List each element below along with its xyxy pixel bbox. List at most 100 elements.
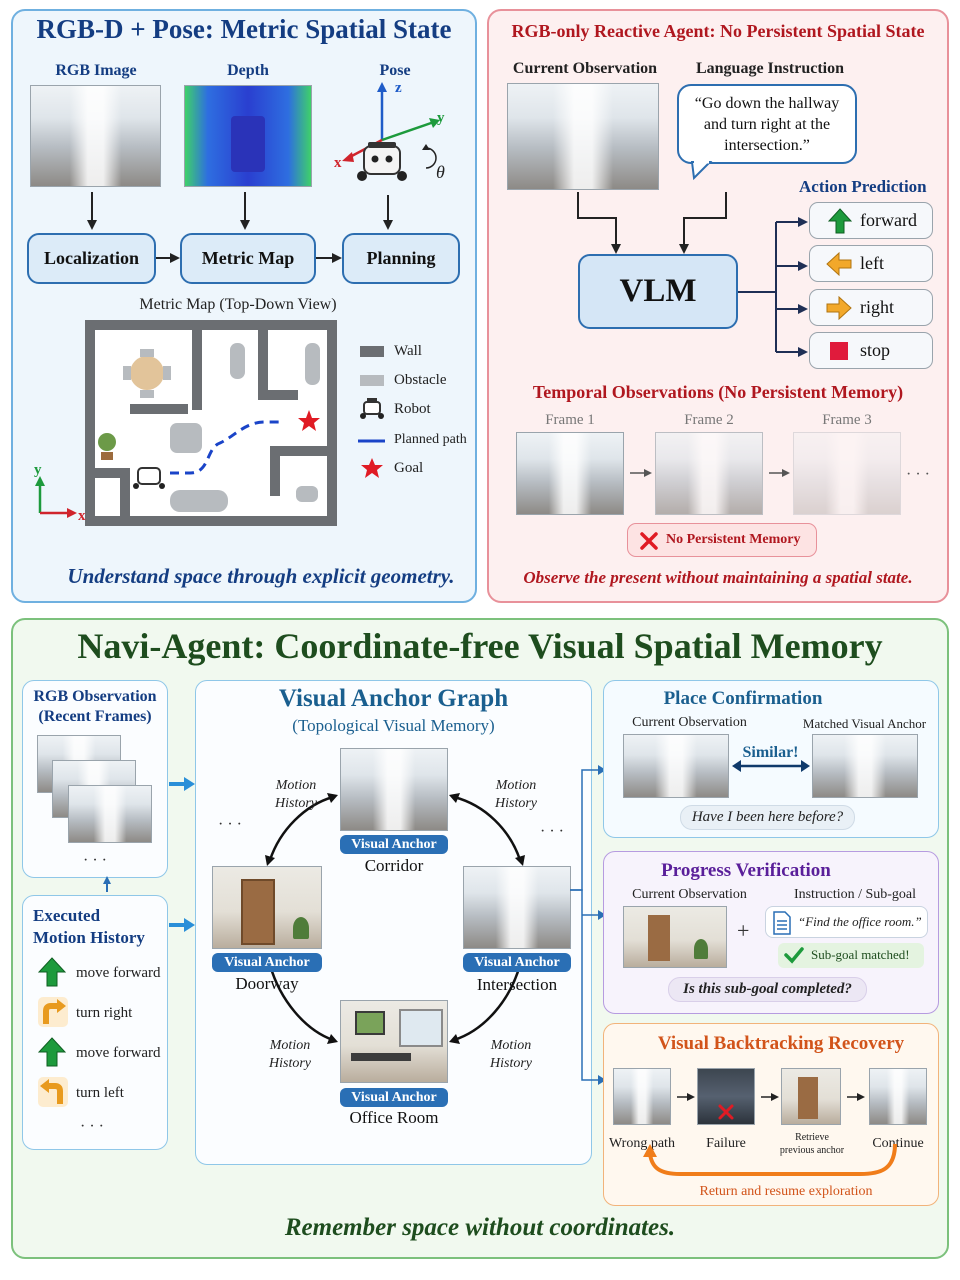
anchor-doorway-photo — [212, 866, 322, 949]
place-current-label: Current Observation — [632, 715, 747, 730]
anchor-office-tag: Visual Anchor — [340, 1088, 448, 1107]
place-question: Have I been here before? — [691, 809, 844, 825]
axis-z-label: z — [395, 80, 402, 96]
legend-robot: Robot — [394, 401, 431, 417]
subgoal-quote: “Find the office room.” — [798, 914, 922, 929]
metric-map-topdown — [35, 320, 337, 526]
frame-arrows — [630, 469, 790, 477]
stop-square-icon — [830, 342, 848, 360]
motion-history-tr-2: History — [495, 796, 537, 811]
instruction-bubble: “Go down the hallway and turn right at t… — [677, 84, 857, 164]
motion-history-bl-1: Motion — [269, 1038, 311, 1053]
anchor-office-photo — [340, 1000, 448, 1083]
place-current-photo — [623, 734, 729, 798]
localization-label: Localization — [44, 248, 139, 268]
bt-wrong-label: Wrong path — [609, 1136, 675, 1151]
similar-label: Similar! — [742, 744, 799, 761]
bt-return-arrow — [643, 1143, 897, 1176]
document-icon — [773, 911, 791, 935]
temporal-title: Temporal Observations (No Persistent Mem… — [532, 382, 904, 402]
theta-label: θ — [436, 162, 445, 182]
map-axis-y: y — [34, 462, 42, 478]
motion-history-title-1: Executed — [33, 906, 101, 925]
motion-history-bl-2: History — [269, 1056, 311, 1071]
planning-box: Planning — [342, 233, 460, 284]
panel3-title: Navi-Agent: Coordinate-free Visual Spati… — [77, 626, 883, 666]
no-memory-label: No Persistent Memory — [666, 532, 801, 547]
rgb-obs-title-1: RGB Observation — [33, 688, 157, 705]
bt-retrieve-label-1: Retrieve — [795, 1132, 829, 1143]
frame2-photo — [655, 432, 763, 515]
progress-question-pill: Is this sub-goal completed? — [668, 977, 867, 1002]
graph-to-modules-arrows — [570, 765, 606, 1085]
pose-label: Pose — [379, 62, 411, 79]
motion-4-label: turn left — [76, 1085, 124, 1101]
action-left: left — [809, 245, 933, 282]
pipeline-arrows — [87, 192, 393, 263]
recent-frame-3 — [68, 785, 152, 843]
similar-double-arrow — [732, 760, 810, 772]
panel3-caption: Remember space without coordinates. — [284, 1214, 676, 1241]
depth-image — [184, 85, 312, 187]
motion-history-title-2: Motion History — [33, 928, 145, 947]
current-observation-photo — [507, 83, 659, 190]
anchor-intersection-name: Intersection — [476, 975, 558, 994]
frame2-label: Frame 2 — [684, 412, 734, 428]
legend-goal: Goal — [394, 460, 424, 476]
graph-dots-left: · · · — [218, 816, 242, 833]
anchor-corridor-name: Corridor — [364, 856, 424, 875]
frame1-photo — [516, 432, 624, 515]
anchor-office-name: Office Room — [349, 1108, 439, 1127]
bt-return-label: Return and resume exploration — [699, 1184, 873, 1199]
pose-axes-diagram — [342, 82, 440, 181]
action-forward: forward — [809, 202, 933, 239]
localization-box: Localization — [27, 233, 156, 284]
panel2-title: RGB-only Reactive Agent: No Persistent S… — [511, 21, 925, 41]
anchor-intersection-photo — [463, 866, 571, 949]
panel2-caption: Observe the present without maintaining … — [523, 568, 913, 587]
legend-obstacle: Obstacle — [394, 372, 447, 388]
bt-continue-label: Continue — [872, 1136, 924, 1151]
frame3-photo — [793, 432, 901, 515]
anchor-intersection-tag: Visual Anchor — [463, 953, 571, 972]
progress-question: Is this sub-goal completed? — [683, 981, 852, 997]
axis-y-label: y — [437, 110, 445, 126]
action-left-label: left — [860, 253, 884, 273]
language-instruction-label: Language Instruction — [695, 60, 845, 77]
bt-continue-photo — [869, 1068, 927, 1125]
subgoal-matched-badge: Sub-goal matched! — [778, 943, 924, 968]
metric-map-box: Metric Map — [180, 233, 316, 284]
failure-cross-icon — [718, 1104, 734, 1120]
motion-history-tl-2: History — [275, 796, 317, 811]
anchor-doorway-tag: Visual Anchor — [212, 953, 322, 972]
vlm-input-arrows — [577, 192, 727, 254]
plus-sign: + — [737, 918, 750, 943]
action-stop: stop — [809, 332, 933, 369]
frame3-label: Frame 3 — [822, 412, 872, 428]
action-stop-label: stop — [860, 340, 891, 360]
subgoal-card: “Find the office room.” — [765, 906, 928, 938]
progress-title: Progress Verification — [661, 860, 831, 881]
place-title: Place Confirmation — [663, 688, 823, 709]
anchor-corridor-photo — [340, 748, 448, 831]
action-prediction-label: Action Prediction — [799, 177, 927, 196]
turn-left-icon — [38, 1077, 68, 1107]
metric-map-label: Metric Map — [201, 248, 295, 268]
map-legend-icons — [358, 346, 385, 478]
legend-path: Planned path — [394, 432, 467, 447]
action-right: right — [809, 289, 933, 326]
frame1-label: Frame 1 — [545, 412, 595, 428]
axis-x-label: x — [334, 155, 342, 171]
current-observation-label: Current Observation — [512, 60, 658, 77]
motion-history-br-1: Motion — [490, 1038, 532, 1053]
bubble-tail — [690, 160, 713, 180]
move-forward-icon-2 — [38, 1037, 66, 1067]
rgb-obs-title-2: (Recent Frames) — [38, 708, 152, 725]
motion-1-label: move forward — [76, 965, 161, 981]
progress-current-label: Current Observation — [632, 887, 747, 902]
motion-history-tl-1: Motion — [275, 778, 317, 793]
turn-right-icon — [38, 997, 68, 1027]
depth-label: Depth — [227, 62, 269, 79]
action-right-label: right — [860, 297, 894, 317]
bt-step-arrows — [677, 1093, 865, 1101]
